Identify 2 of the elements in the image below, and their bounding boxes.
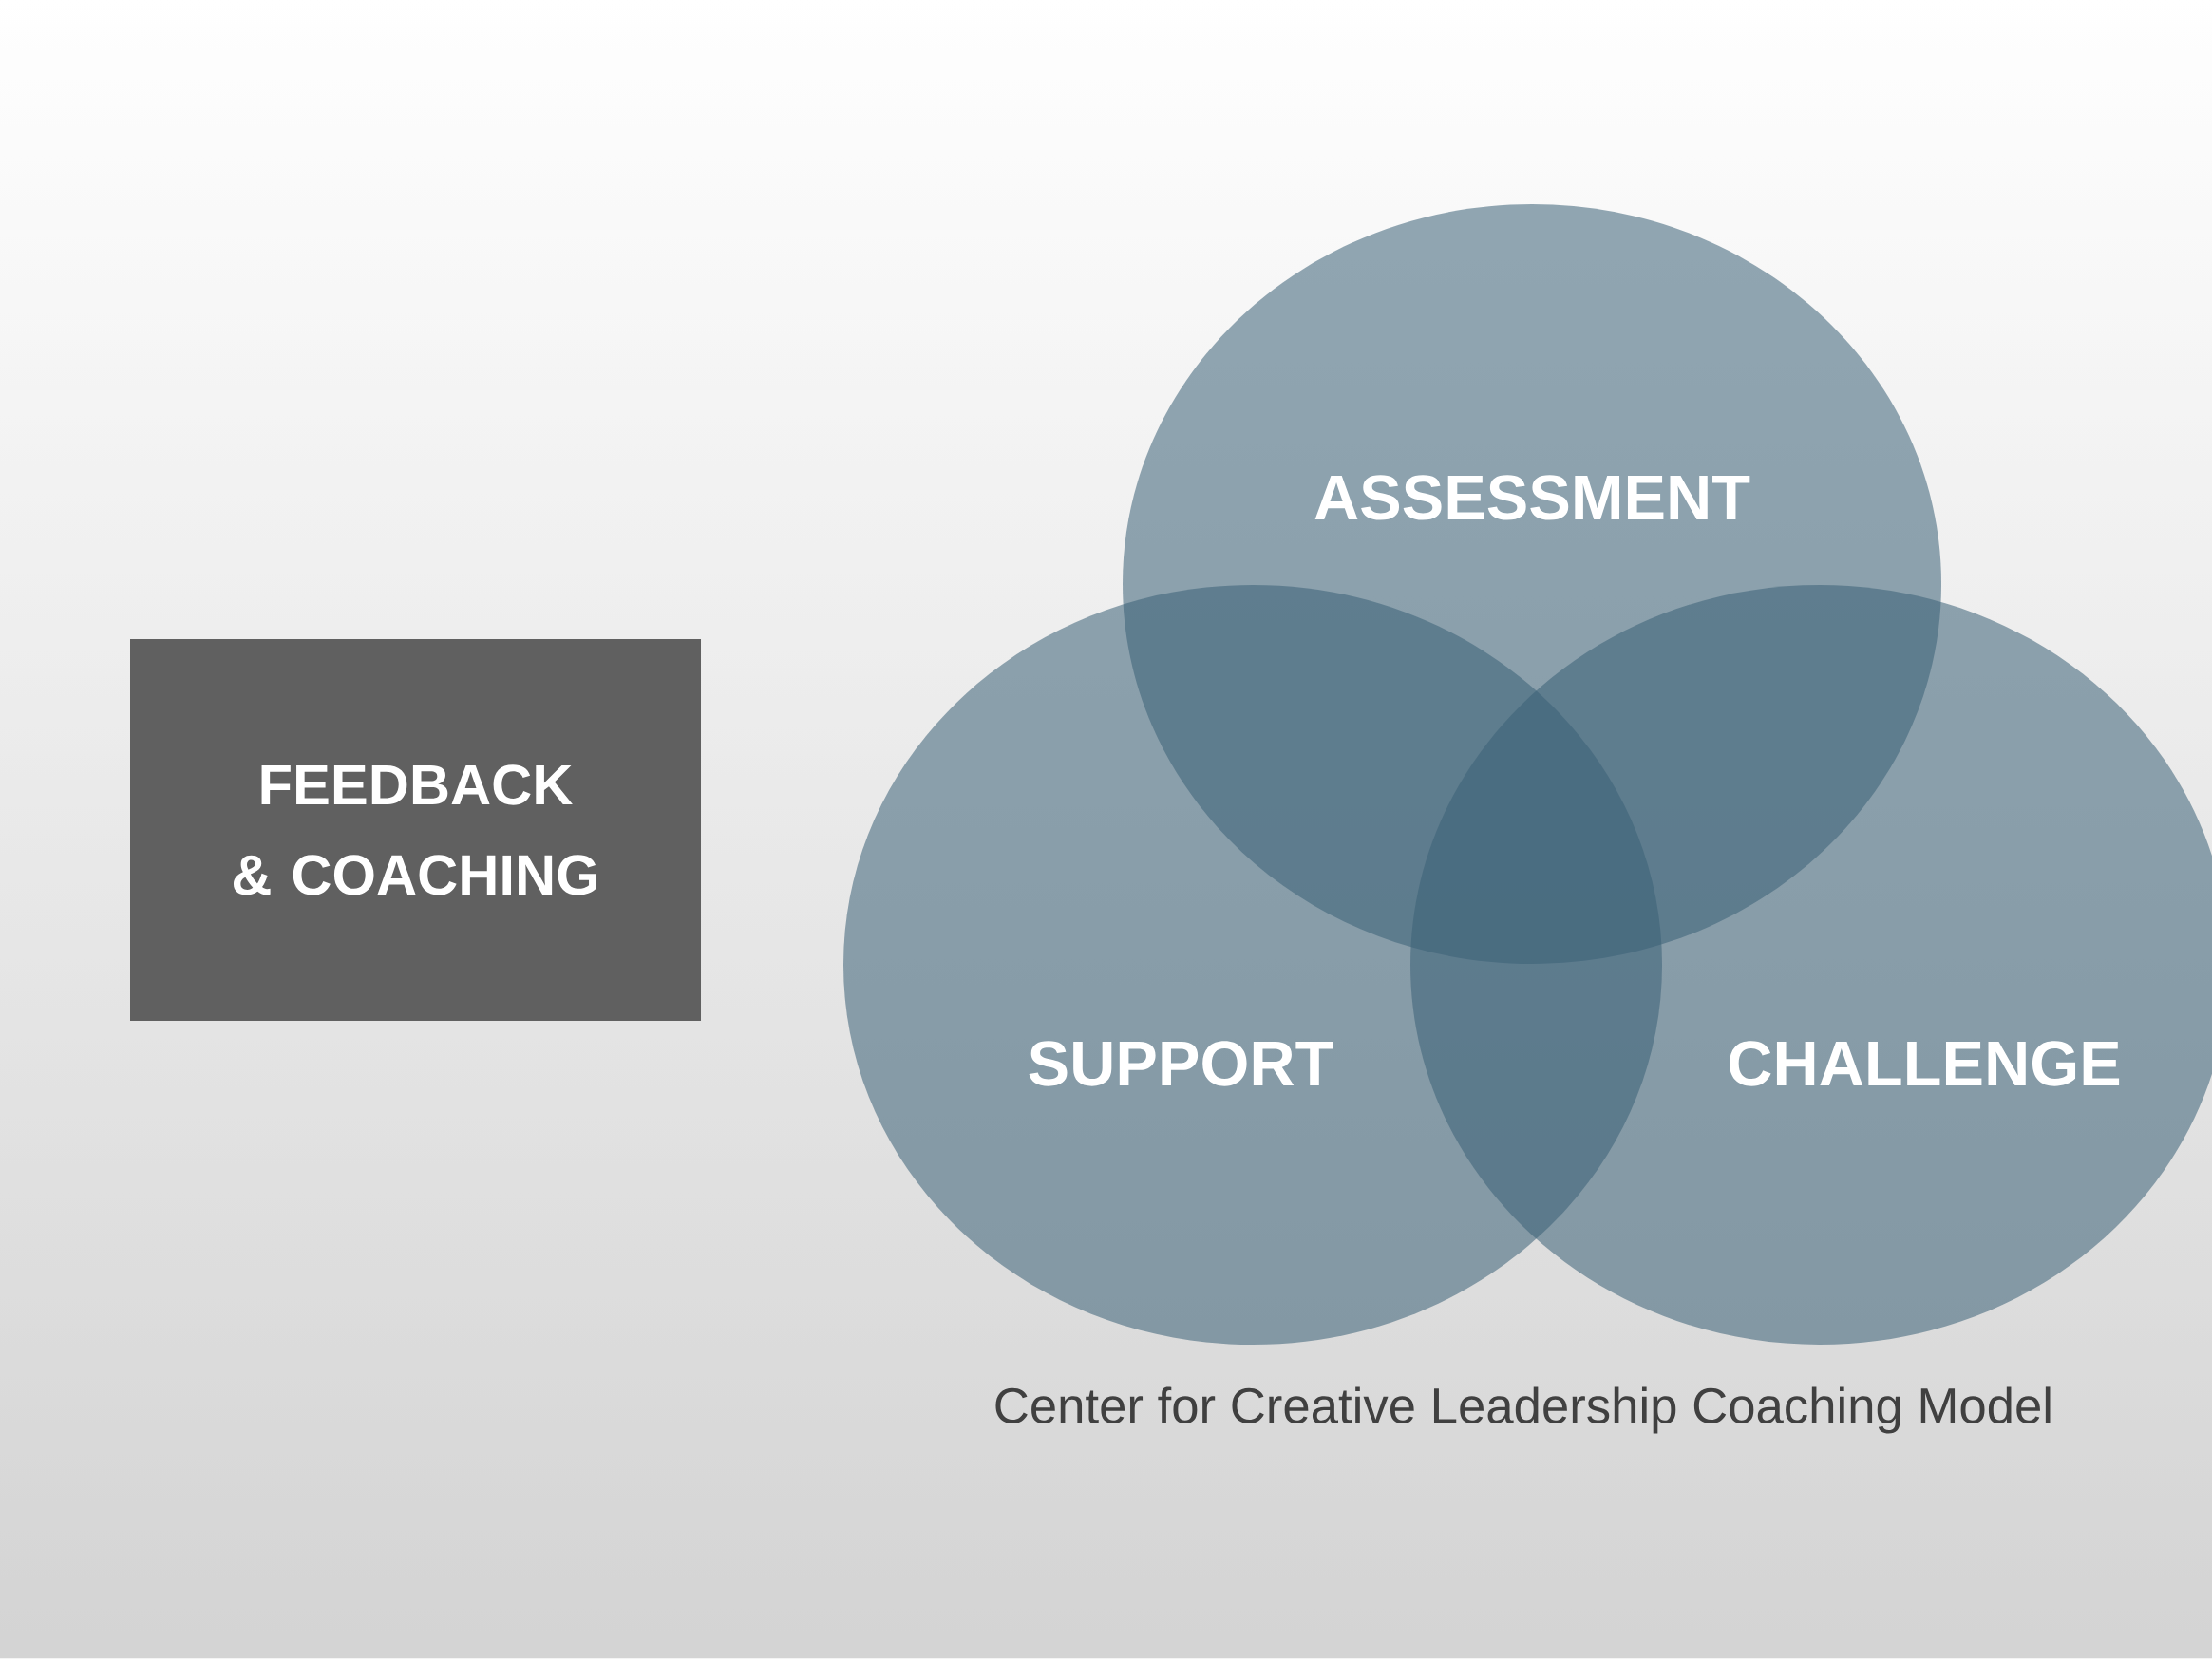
text-box: FEEDBACK & COACHING (130, 639, 701, 1021)
caption: Center for Creative Leadership Coaching Model (995, 1386, 2051, 1434)
